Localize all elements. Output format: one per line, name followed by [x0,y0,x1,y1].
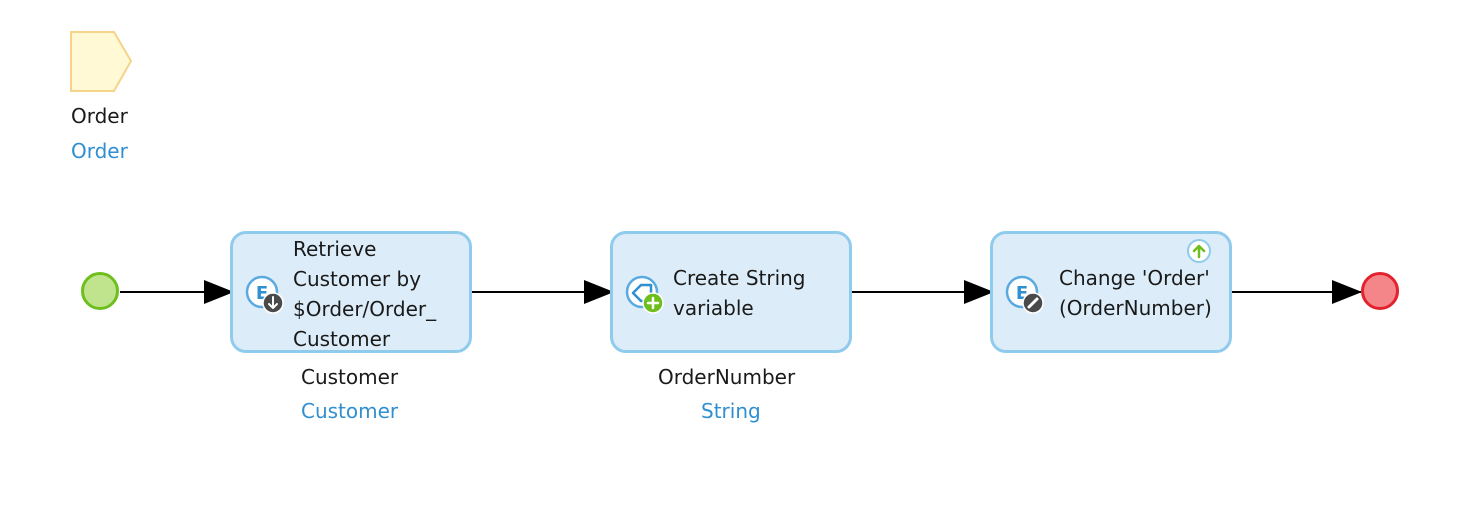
create-variable-icon [625,275,664,314]
activity-change-object[interactable]: E Change 'Order' (OrderNumber) [990,231,1232,353]
start-event[interactable] [81,272,119,310]
activity-label: Retrieve Customer by $Order/Order_ Custo… [293,237,437,351]
activity-label: Create String variable [673,266,806,320]
parameter-type: Order [71,139,128,163]
activity-create-variable[interactable]: Create String variable [610,231,852,353]
output-variable-type: String [701,399,761,423]
output-variable-name: Customer [301,365,399,389]
end-event[interactable] [1361,272,1399,310]
output-variable-type: Customer [301,399,399,423]
activity-retrieve-customer[interactable]: E Retrieve Customer by $Order/Order_ Cus… [230,231,472,353]
activity-label: Change 'Order' (OrderNumber) [1059,266,1212,320]
output-variable-name: OrderNumber [658,365,796,389]
parameter-icon[interactable] [68,30,134,94]
parameter-name: Order [71,104,128,128]
change-object-icon: E [1005,275,1044,314]
retrieve-object-icon: E [245,275,284,314]
commit-icon [1187,239,1211,263]
